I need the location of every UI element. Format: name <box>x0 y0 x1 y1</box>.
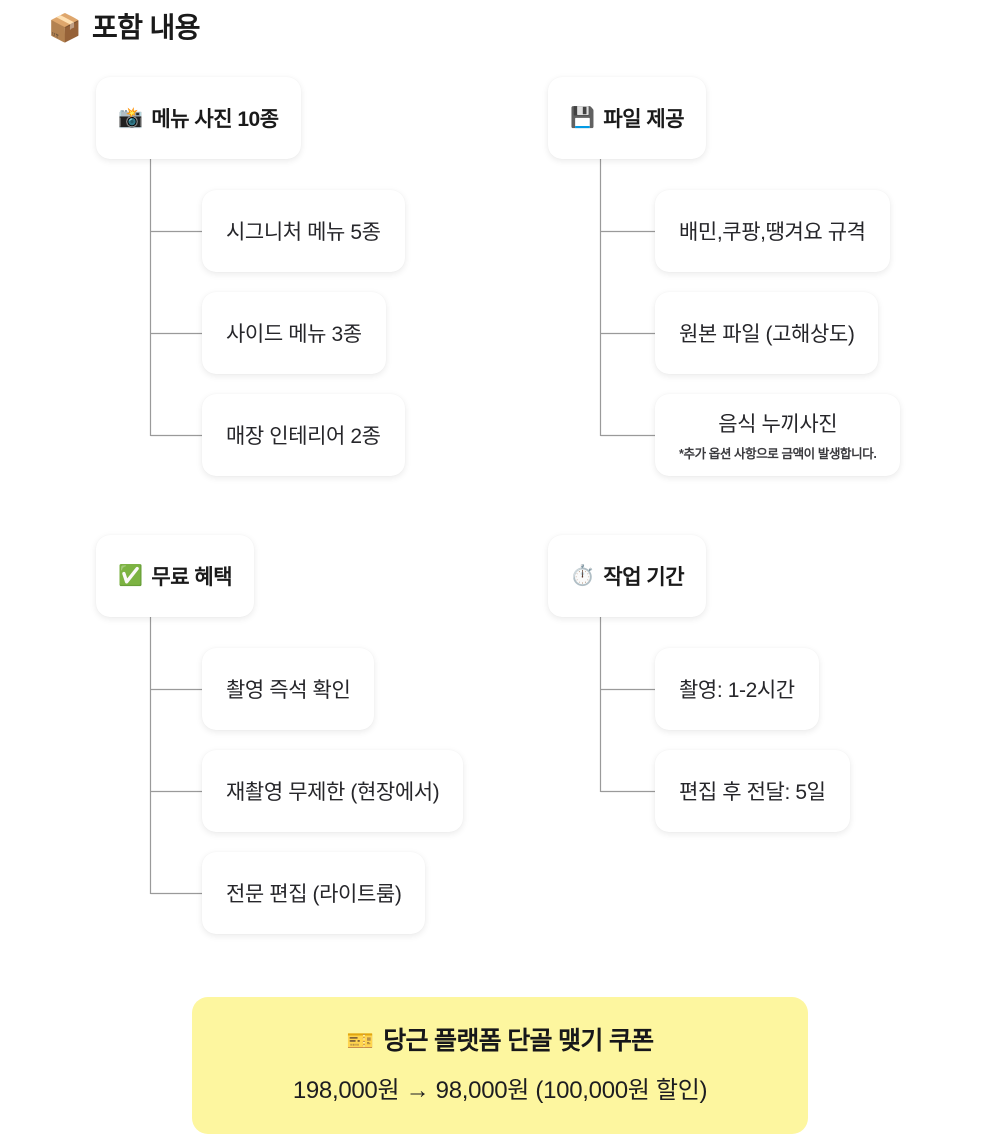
tree-item-unlimited-reshoot[interactable]: 재촬영 무제한 (현장에서) <box>202 750 464 832</box>
camera-with-flash-icon: 📸 <box>118 107 143 129</box>
tree-group-file-delivery: 💾 파일 제공 배민,쿠팡,땡겨요 규격 원본 파일 (고해상도) 음식 누끼사… <box>500 0 1000 520</box>
tree-group-work-period: ⏱️ 작업 기간 촬영: 1-2시간 편집 후 전달: 5일 <box>500 458 1000 978</box>
tree-item-note: *추가 옵션 사항으로 금액이 발생합니다. <box>679 447 877 461</box>
floppy-disk-icon: 💾 <box>570 107 595 129</box>
tree-item-professional-editing[interactable]: 전문 편집 (라이트룸) <box>202 852 426 934</box>
tree-item-label: 음식 누끼사진 <box>718 413 838 436</box>
tree-item-label: 전문 편집 (라이트룸) <box>226 883 402 906</box>
group-heading-label: 작업 기간 <box>603 566 685 589</box>
tree-item-store-interior[interactable]: 매장 인테리어 2종 <box>202 394 405 476</box>
coupon-title-text: 당근 플랫폼 단골 맺기 쿠폰 <box>383 1027 654 1055</box>
tree-item-side-menu[interactable]: 사이드 메뉴 3종 <box>202 292 386 374</box>
coupon-title: 🎫 당근 플랫폼 단골 맺기 쿠폰 <box>346 1026 655 1056</box>
tree-item-label: 재촬영 무제한 (현장에서) <box>226 781 440 804</box>
page-title-text: 포함 내용 <box>92 12 200 43</box>
stopwatch-icon: ⏱️ <box>570 565 595 587</box>
tree-item-label: 편집 후 전달: 5일 <box>679 781 826 804</box>
group-heading-label: 파일 제공 <box>603 108 685 131</box>
tree-item-label: 원본 파일 (고해상도) <box>679 323 855 346</box>
white-check-mark-icon: ✅ <box>118 565 143 587</box>
tree-item-label: 시그니처 메뉴 5종 <box>226 221 381 244</box>
tree-item-label: 사이드 메뉴 3종 <box>226 323 362 346</box>
tree-item-label: 매장 인테리어 2종 <box>226 425 381 448</box>
tree-item-label: 배민,쿠팡,땡겨요 규격 <box>679 221 866 244</box>
tree-item-cutout-photo[interactable]: 음식 누끼사진 *추가 옵션 사항으로 금액이 발생합니다. <box>655 394 901 476</box>
tree-group-free-benefits: ✅ 무료 혜택 촬영 즉석 확인 재촬영 무제한 (현장에서) 전문 편집 (라… <box>0 458 500 978</box>
package-box-icon: 📦 <box>48 12 82 43</box>
group-heading-label: 무료 혜택 <box>151 566 233 589</box>
tree-item-platform-specs[interactable]: 배민,쿠팡,땡겨요 규격 <box>655 190 890 272</box>
tree-group-menu-photos: 📸 메뉴 사진 10종 시그니처 메뉴 5종 사이드 메뉴 3종 매장 인테리어… <box>0 0 500 520</box>
group-heading-file-delivery[interactable]: 💾 파일 제공 <box>548 77 707 159</box>
tree-item-delivery-time[interactable]: 편집 후 전달: 5일 <box>655 750 850 832</box>
tree-item-shoot-duration[interactable]: 촬영: 1-2시간 <box>655 648 819 730</box>
group-heading-menu-photos[interactable]: 📸 메뉴 사진 10종 <box>96 77 301 159</box>
group-heading-label: 메뉴 사진 10종 <box>151 108 279 131</box>
group-heading-free-benefits[interactable]: ✅ 무료 혜택 <box>96 535 255 617</box>
coupon-banner[interactable]: 🎫 당근 플랫폼 단골 맺기 쿠폰 198,000원 → 98,000원 (10… <box>192 997 808 1134</box>
group-heading-work-period[interactable]: ⏱️ 작업 기간 <box>548 535 707 617</box>
tree-item-original-files[interactable]: 원본 파일 (고해상도) <box>655 292 879 374</box>
tree-item-label: 촬영: 1-2시간 <box>679 679 795 702</box>
ticket-icon: 🎫 <box>346 1028 374 1053</box>
coupon-price: 198,000원 → 98,000원 (100,000원 할인) <box>292 1077 708 1104</box>
tree-item-instant-preview[interactable]: 촬영 즉석 확인 <box>202 648 375 730</box>
tree-item-signature-menu[interactable]: 시그니처 메뉴 5종 <box>202 190 405 272</box>
tree-item-label: 촬영 즉석 확인 <box>226 679 351 702</box>
page-title: 📦 포함 내용 <box>48 8 200 48</box>
